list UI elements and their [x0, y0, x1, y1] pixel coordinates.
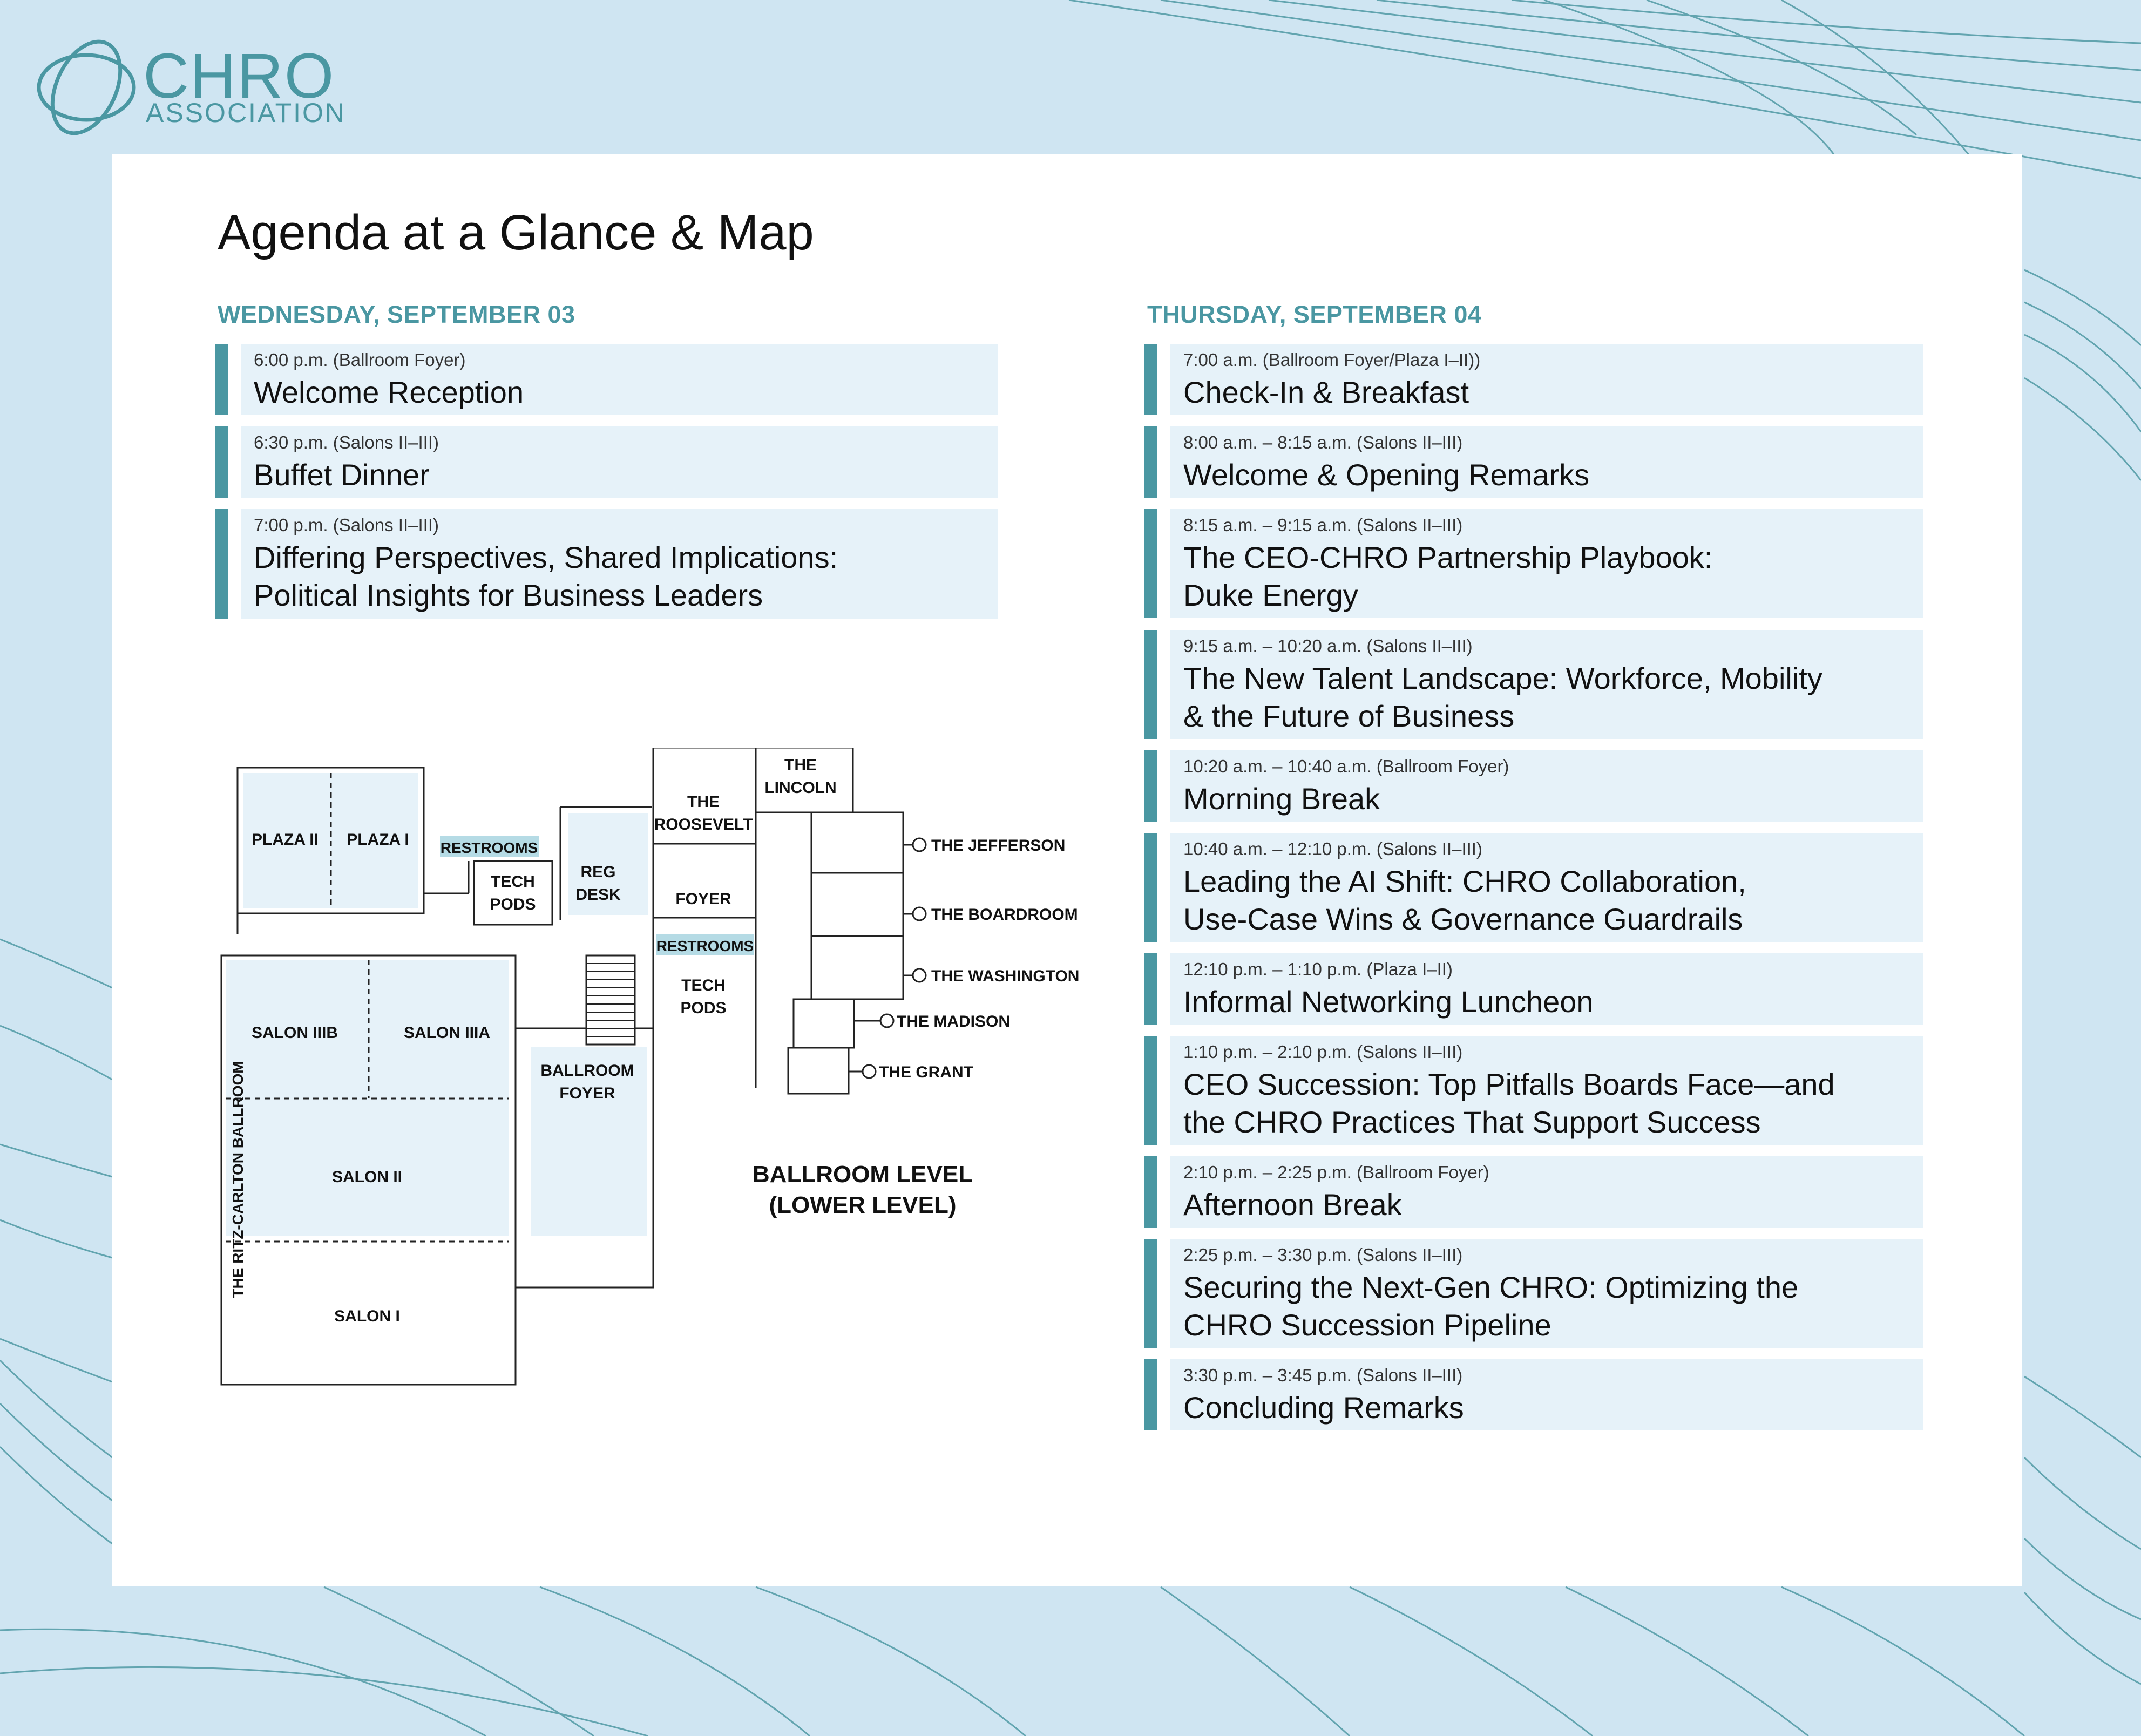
salon-2-label: SALON II [332, 1168, 402, 1186]
agenda-time: 8:00 a.m. – 8:15 a.m. (Salons II–III) [1183, 432, 1463, 452]
plaza-1-label: PLAZA I [347, 831, 409, 849]
tech-pods-label: PODS [680, 999, 726, 1017]
agenda-title: Check-In & Breakfast [1183, 375, 1469, 409]
lincoln-label: LINCOLN [764, 779, 836, 797]
restrooms-tag [440, 836, 539, 857]
salon-3a-label: SALON IIIA [404, 1024, 490, 1042]
agenda-time: 10:40 a.m. – 12:10 p.m. (Salons II–III) [1183, 839, 1482, 859]
agenda-time: 1:10 p.m. – 2:10 p.m. (Salons II–III) [1183, 1042, 1463, 1062]
tech-pods-label: TECH [681, 977, 726, 994]
boardroom-label: THE BOARDROOM [931, 906, 1078, 924]
agenda-time: 9:15 a.m. – 10:20 a.m. (Salons II–III) [1183, 636, 1473, 656]
agenda-item: 3:30 p.m. – 3:45 p.m. (Salons II–III) Co… [1144, 1359, 1923, 1430]
agenda-item: 2:25 p.m. – 3:30 p.m. (Salons II–III) Se… [1144, 1239, 1923, 1348]
restrooms-label: RESTROOMS [656, 938, 754, 954]
agenda-title: Differing Perspectives, Shared Implicati… [254, 540, 838, 574]
agenda-title: Welcome & Opening Remarks [1183, 458, 1590, 492]
agenda-item: 6:30 p.m. (Salons II–III) Buffet Dinner [215, 426, 998, 498]
logo-mark-icon [37, 39, 136, 135]
roosevelt-label: ROOSEVELT [654, 816, 753, 833]
level-label: BALLROOM LEVEL [753, 1161, 973, 1188]
salon-1-label: SALON I [334, 1307, 400, 1325]
floor-map-drawing: PLAZA II PLAZA I RESTROOMS TECH PODS REG… [220, 747, 1079, 1386]
agenda-title: Use-Case Wins & Governance Guardrails [1183, 902, 1743, 936]
agenda-item: 7:00 a.m. (Ballroom Foyer/Plaza I–II)) C… [1144, 344, 1923, 415]
agenda-time: 6:00 p.m. (Ballroom Foyer) [254, 350, 466, 370]
ballroom-name-label: THE RITZ-CARLTON BALLROOM [229, 1061, 246, 1298]
floor-map: PLAZA II PLAZA I RESTROOMS TECH PODS REG… [215, 747, 1187, 1422]
agenda-time: 2:10 p.m. – 2:25 p.m. (Ballroom Foyer) [1183, 1162, 1489, 1182]
reg-desk-label: DESK [575, 886, 621, 904]
jefferson-label: THE JEFFERSON [931, 837, 1065, 855]
salon-3b-label: SALON IIIB [252, 1024, 338, 1042]
washington-label: THE WASHINGTON [931, 967, 1079, 985]
madison-label: THE MADISON [897, 1013, 1010, 1030]
tech-pods-label: TECH [491, 873, 535, 891]
agenda-time: 3:30 p.m. – 3:45 p.m. (Salons II–III) [1183, 1365, 1463, 1385]
thursday-heading: THURSDAY, SEPTEMBER 04 [1147, 301, 1482, 328]
agenda-title: Leading the AI Shift: CHRO Collaboration… [1183, 864, 1746, 898]
agenda-title: Political Insights for Business Leaders [254, 578, 763, 612]
agenda-item: 8:00 a.m. – 8:15 a.m. (Salons II–III) We… [1144, 426, 1923, 498]
agenda-item: 8:15 a.m. – 9:15 a.m. (Salons II–III) Th… [1144, 509, 1923, 618]
agenda-title: & the Future of Business [1183, 699, 1515, 733]
agenda-time: 7:00 p.m. (Salons II–III) [254, 515, 439, 535]
logo-subtext: ASSOCIATION [146, 98, 347, 128]
logo-text: CHRO [143, 40, 335, 112]
restrooms-tag [656, 934, 754, 955]
agenda-item: 2:10 p.m. – 2:25 p.m. (Ballroom Foyer) A… [1144, 1156, 1923, 1228]
plaza-2-label: PLAZA II [252, 831, 319, 849]
grant-label: THE GRANT [879, 1063, 973, 1081]
agenda-item: 10:20 a.m. – 10:40 a.m. (Ballroom Foyer)… [1144, 750, 1923, 822]
agenda-title: Afternoon Break [1183, 1188, 1402, 1222]
agenda-title: Concluding Remarks [1183, 1391, 1464, 1425]
agenda-title: Buffet Dinner [254, 458, 430, 492]
page-title: Agenda at a Glance & Map [218, 205, 814, 260]
ballroom-foyer-label: BALLROOM [540, 1062, 634, 1080]
agenda-time: 8:15 a.m. – 9:15 a.m. (Salons II–III) [1183, 515, 1463, 535]
agenda-title: CHRO Succession Pipeline [1183, 1308, 1551, 1342]
agenda-time: 12:10 p.m. – 1:10 p.m. (Plaza I–II) [1183, 959, 1453, 979]
agenda-item: 6:00 p.m. (Ballroom Foyer) Welcome Recep… [215, 344, 998, 415]
restrooms-label: RESTROOMS [441, 839, 538, 856]
agenda-title: the CHRO Practices That Support Success [1183, 1105, 1761, 1139]
level-label: (LOWER LEVEL) [769, 1192, 956, 1218]
agenda-title: Morning Break [1183, 782, 1380, 816]
agenda-time: 2:25 p.m. – 3:30 p.m. (Salons II–III) [1183, 1245, 1463, 1265]
agenda-title: Informal Networking Luncheon [1183, 985, 1594, 1019]
agenda-item: 1:10 p.m. – 2:10 p.m. (Salons II–III) CE… [1144, 1036, 1923, 1145]
agenda-card: Agenda at a Glance & Map WEDNESDAY, SEPT… [112, 154, 2022, 1586]
agenda-title: Welcome Reception [254, 375, 524, 409]
lincoln-label: THE [784, 756, 817, 774]
roosevelt-label: THE [687, 793, 720, 811]
chro-logo: CHRO ASSOCIATION [32, 33, 356, 141]
agenda-time: 6:30 p.m. (Salons II–III) [254, 432, 439, 452]
tech-pods-label: PODS [490, 896, 536, 913]
agenda-time: 10:20 a.m. – 10:40 a.m. (Ballroom Foyer) [1183, 756, 1509, 776]
agenda-time: 7:00 a.m. (Ballroom Foyer/Plaza I–II)) [1183, 350, 1481, 370]
agenda-title: CEO Succession: Top Pitfalls Boards Face… [1183, 1067, 1835, 1101]
agenda-item: 12:10 p.m. – 1:10 p.m. (Plaza I–II) Info… [1144, 953, 1923, 1025]
agenda-title: The CEO-CHRO Partnership Playbook: [1183, 540, 1713, 574]
agenda-item: 7:00 p.m. (Salons II–III) Differing Pers… [215, 509, 998, 619]
agenda-item: 9:15 a.m. – 10:20 a.m. (Salons II–III) T… [1144, 630, 1923, 739]
agenda-title: Securing the Next-Gen CHRO: Optimizing t… [1183, 1270, 1799, 1304]
ballroom-foyer-label: FOYER [559, 1084, 615, 1102]
agenda-title: The New Talent Landscape: Workforce, Mob… [1183, 661, 1822, 695]
reg-desk-label: REG [580, 863, 615, 881]
agenda-title: Duke Energy [1183, 578, 1358, 612]
foyer-label: FOYER [675, 890, 731, 908]
agenda-item: 10:40 a.m. – 12:10 p.m. (Salons II–III) … [1144, 833, 1923, 942]
wednesday-heading: WEDNESDAY, SEPTEMBER 03 [218, 301, 575, 328]
